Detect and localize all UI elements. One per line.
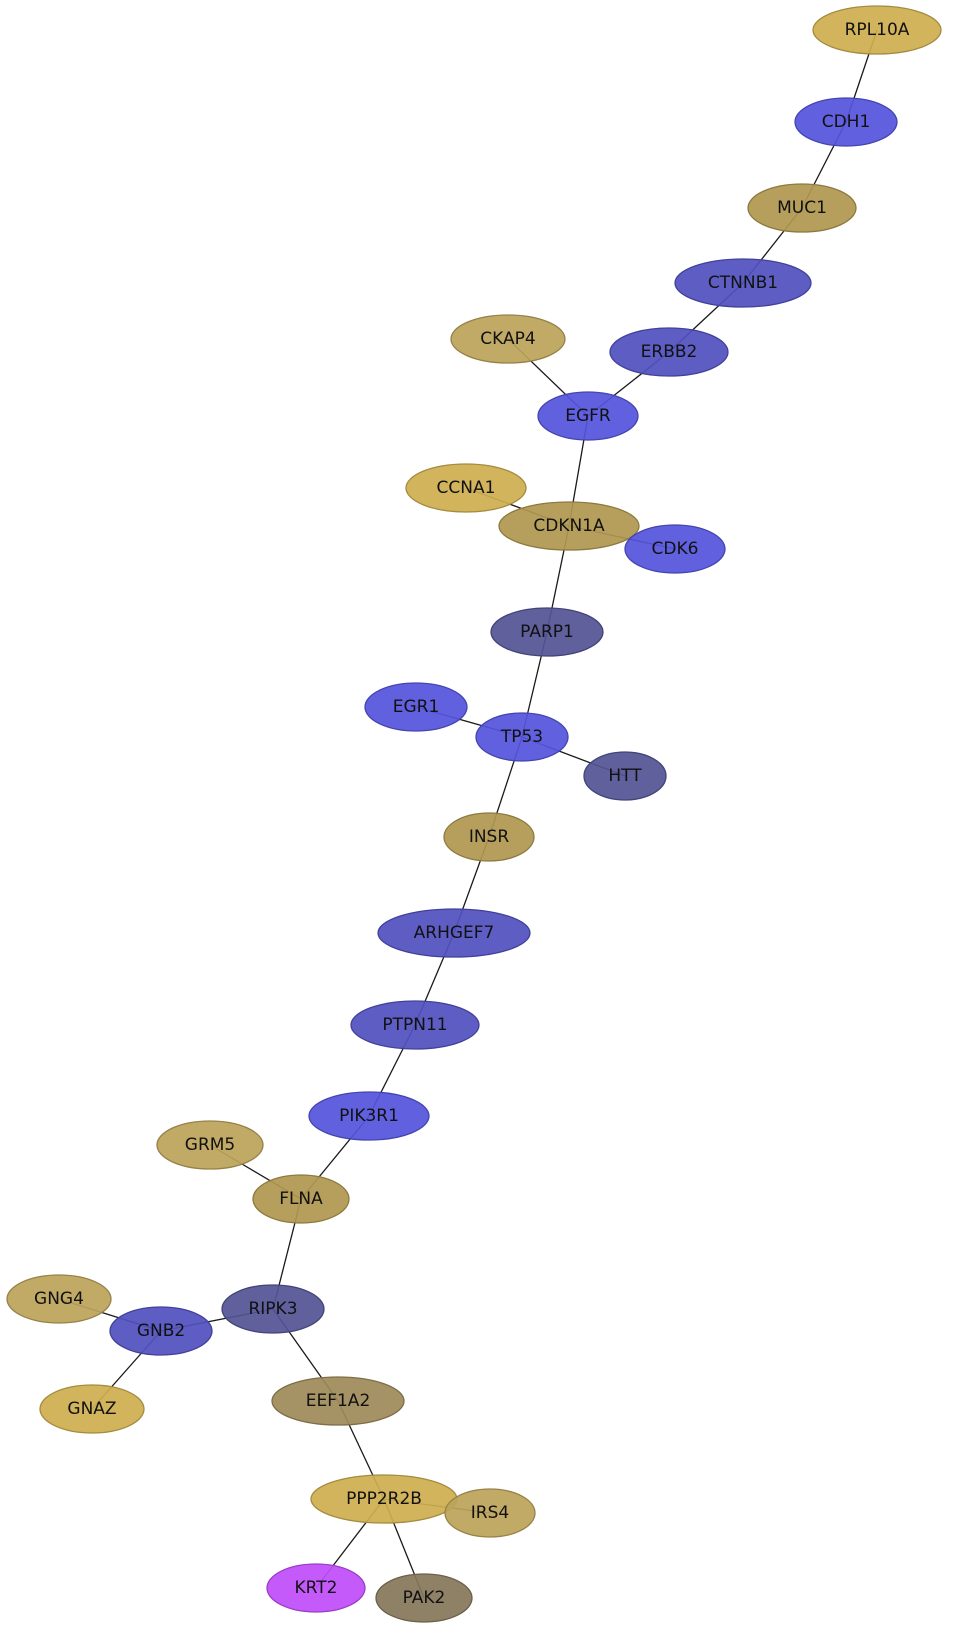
node-parp1[interactable]: PARP1: [490, 607, 604, 657]
node-shape: [450, 314, 566, 364]
node-insr[interactable]: INSR: [443, 812, 535, 862]
node-krt2[interactable]: KRT2: [266, 1563, 366, 1613]
node-label: CCNA1: [437, 478, 496, 498]
node-shape: [350, 1000, 480, 1050]
node-label: KRT2: [295, 1578, 338, 1598]
node-shape: [498, 501, 640, 551]
node-label: MUC1: [777, 198, 827, 218]
node-shape: [609, 327, 729, 377]
node-shape: [266, 1563, 366, 1613]
node-pak2[interactable]: PAK2: [375, 1573, 473, 1623]
node-label: GNAZ: [67, 1399, 116, 1419]
node-shape: [39, 1384, 145, 1434]
node-cdk6[interactable]: CDK6: [624, 524, 726, 574]
node-shape: [537, 391, 639, 441]
node-gnaz[interactable]: GNAZ: [39, 1384, 145, 1434]
node-label: EGR1: [393, 697, 440, 717]
node-label: FLNA: [279, 1189, 323, 1209]
node-label: EEF1A2: [306, 1391, 371, 1411]
node-ckap4[interactable]: CKAP4: [450, 314, 566, 364]
node-ptpn11[interactable]: PTPN11: [350, 1000, 480, 1050]
node-grm5[interactable]: GRM5: [156, 1120, 264, 1170]
node-label: ARHGEF7: [414, 923, 495, 943]
node-label: CDH1: [822, 112, 871, 132]
node-shape: [583, 751, 667, 801]
node-shape: [109, 1306, 213, 1356]
node-label: GNB2: [137, 1321, 185, 1341]
node-tp53[interactable]: TP53: [475, 712, 569, 762]
node-label: PIK3R1: [339, 1106, 399, 1126]
node-shape: [375, 1573, 473, 1623]
node-label: PAK2: [403, 1588, 446, 1608]
node-shape: [490, 607, 604, 657]
node-shape: [252, 1174, 350, 1224]
node-shape: [156, 1120, 264, 1170]
node-shape: [364, 682, 468, 732]
node-pik3r1[interactable]: PIK3R1: [308, 1091, 430, 1141]
node-label: INSR: [469, 827, 510, 847]
node-label: IRS4: [471, 1503, 509, 1523]
node-cdh1[interactable]: CDH1: [794, 97, 898, 147]
node-label: RIPK3: [248, 1299, 297, 1319]
node-label: PPP2R2B: [346, 1489, 422, 1509]
node-arhgef7[interactable]: ARHGEF7: [377, 908, 531, 958]
node-shape: [794, 97, 898, 147]
node-ripk3[interactable]: RIPK3: [221, 1284, 325, 1334]
node-label: PTPN11: [382, 1015, 447, 1035]
node-shape: [271, 1376, 405, 1426]
node-shape: [444, 1488, 536, 1538]
node-label: CDKN1A: [533, 516, 605, 536]
node-shape: [405, 463, 527, 513]
node-flna[interactable]: FLNA: [252, 1174, 350, 1224]
node-label: GNG4: [34, 1289, 84, 1309]
node-shape: [475, 712, 569, 762]
node-egfr[interactable]: EGFR: [537, 391, 639, 441]
node-shape: [747, 183, 857, 233]
node-shape: [443, 812, 535, 862]
node-gng4[interactable]: GNG4: [6, 1274, 112, 1324]
node-shape: [624, 524, 726, 574]
node-eef1a2[interactable]: EEF1A2: [271, 1376, 405, 1426]
node-label: TP53: [500, 727, 543, 747]
node-shape: [6, 1274, 112, 1324]
node-ccna1[interactable]: CCNA1: [405, 463, 527, 513]
node-egr1[interactable]: EGR1: [364, 682, 468, 732]
node-shape: [674, 258, 812, 308]
node-gnb2[interactable]: GNB2: [109, 1306, 213, 1356]
node-shape: [308, 1091, 430, 1141]
node-label: GRM5: [185, 1135, 235, 1155]
node-muc1[interactable]: MUC1: [747, 183, 857, 233]
node-irs4[interactable]: IRS4: [444, 1488, 536, 1538]
node-label: ERBB2: [641, 342, 698, 362]
node-ctnnb1[interactable]: CTNNB1: [674, 258, 812, 308]
node-label: HTT: [608, 766, 642, 786]
node-label: CDK6: [652, 539, 699, 559]
node-label: CKAP4: [480, 329, 535, 349]
node-rpl10a[interactable]: RPL10A: [812, 5, 942, 55]
node-shape: [812, 5, 942, 55]
node-label: PARP1: [520, 622, 574, 642]
node-erbb2[interactable]: ERBB2: [609, 327, 729, 377]
node-ppp2r2b[interactable]: PPP2R2B: [310, 1474, 458, 1524]
node-label: CTNNB1: [708, 273, 778, 293]
node-label: EGFR: [565, 406, 611, 426]
node-htt[interactable]: HTT: [583, 751, 667, 801]
node-label: RPL10A: [845, 20, 910, 40]
node-shape: [221, 1284, 325, 1334]
node-shape: [377, 908, 531, 958]
node-cdkn1a[interactable]: CDKN1A: [498, 501, 640, 551]
